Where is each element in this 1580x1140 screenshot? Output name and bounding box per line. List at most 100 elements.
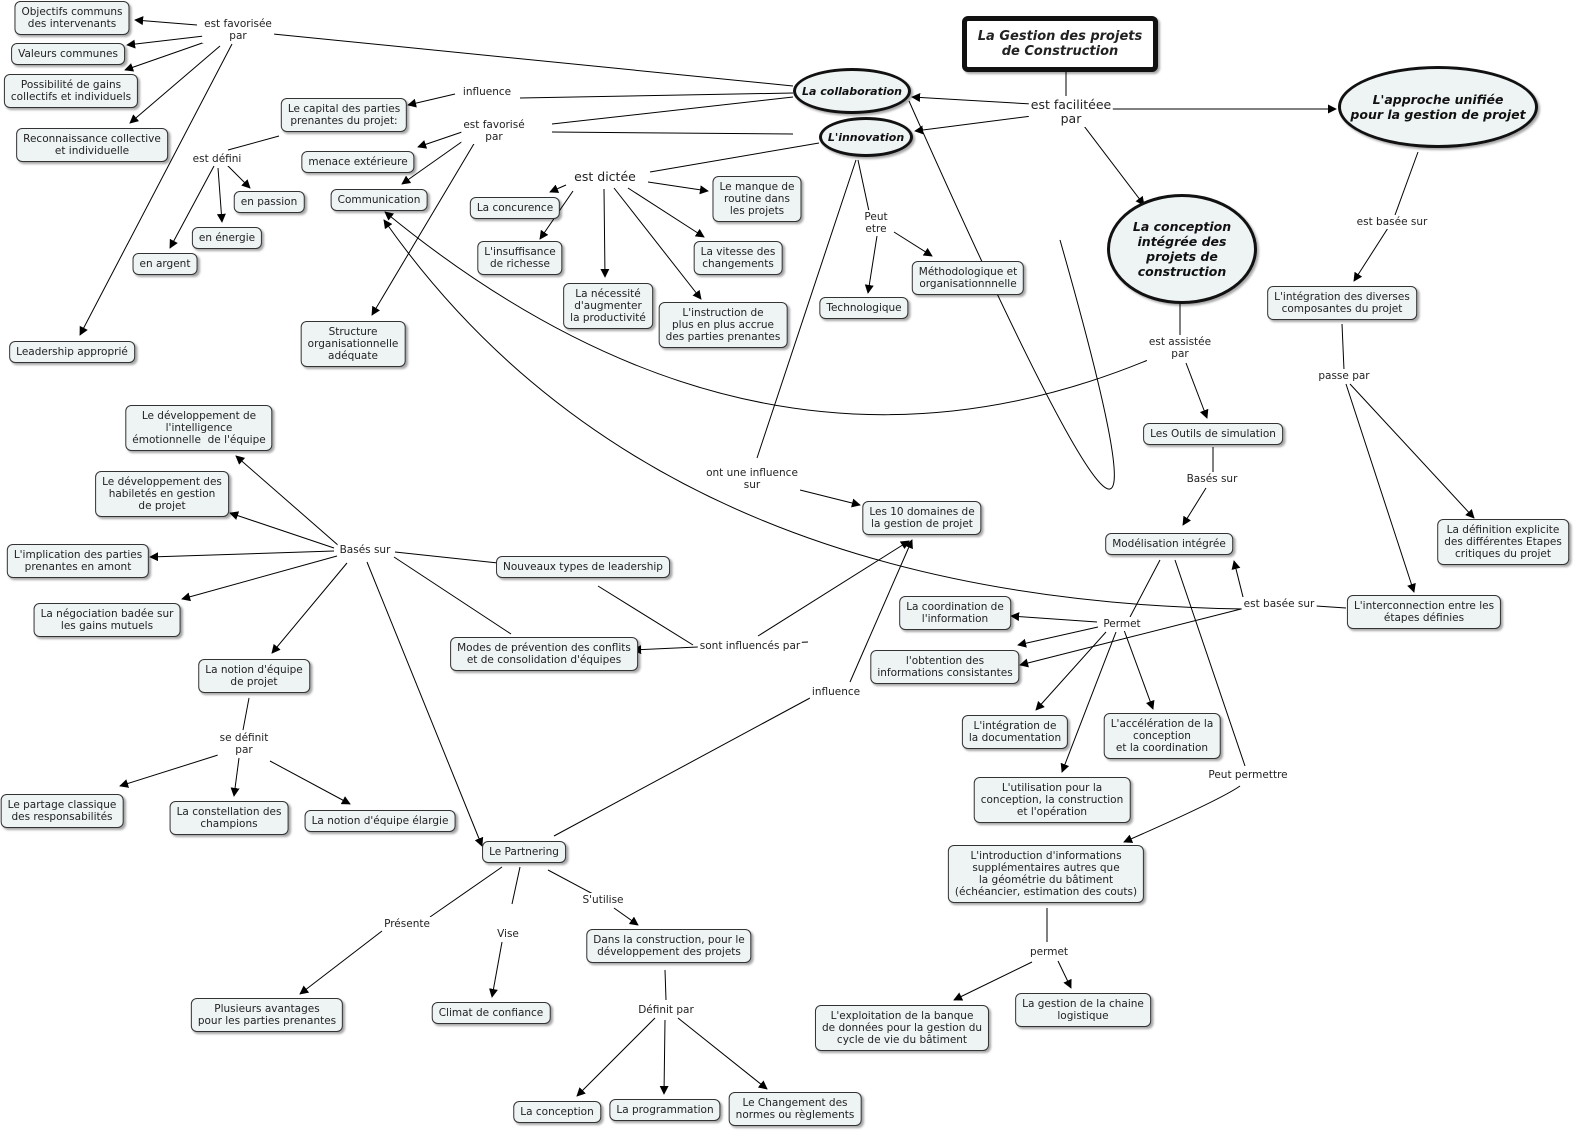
concept-node-chaine[interactable]: La gestion de la chaine logistique bbox=[1015, 993, 1151, 1027]
concept-node-vitesse[interactable]: La vitesse des changements bbox=[693, 241, 783, 275]
connector-line bbox=[401, 135, 471, 185]
connector-line bbox=[1129, 559, 1161, 618]
concept-node-collab[interactable]: La collaboration bbox=[793, 68, 911, 114]
concept-node-obtention[interactable]: l'obtention des informations consistante… bbox=[870, 650, 1020, 684]
connector-line bbox=[407, 93, 456, 108]
connector-line bbox=[551, 131, 794, 135]
concept-node-exploitation[interactable]: L'exploitation de la banque de données p… bbox=[814, 1005, 990, 1051]
link-label-l-vise: Vise bbox=[495, 927, 521, 941]
concept-node-modes[interactable]: Modes de prévention des conflits et de c… bbox=[450, 637, 638, 671]
connector-line bbox=[216, 167, 226, 223]
concept-node-changement[interactable]: Le Changement des normes ou règlements bbox=[728, 1092, 862, 1126]
concept-node-title[interactable]: La Gestion des projets de Construction bbox=[962, 16, 1158, 72]
concept-node-notion-equipe[interactable]: La notion d'équipe de projet bbox=[198, 659, 310, 693]
connector-line bbox=[1123, 785, 1241, 843]
concept-node-technologique[interactable]: Technologique bbox=[819, 297, 909, 319]
concept-node-interconnection[interactable]: L'interconnection entre les étapes défin… bbox=[1346, 595, 1502, 629]
concept-node-energie[interactable]: en énergie bbox=[191, 227, 263, 249]
connector-line bbox=[271, 562, 348, 654]
concept-node-structure[interactable]: Structure organisationnelle adéquate bbox=[300, 321, 406, 367]
concept-node-methodo[interactable]: Méthodologique et organisationnnelle bbox=[911, 261, 1025, 295]
concept-node-manque[interactable]: Le manque de routine dans les projets bbox=[712, 176, 802, 222]
connector-line bbox=[597, 585, 694, 646]
connector-line bbox=[1057, 960, 1072, 989]
concept-node-climat[interactable]: Climat de confiance bbox=[431, 1002, 551, 1024]
connector-line bbox=[914, 115, 1033, 135]
connector-line bbox=[429, 866, 503, 918]
concept-node-definition[interactable]: La définition explicite des différentes … bbox=[1437, 519, 1569, 565]
link-label-l-favorisee: est favorisée par bbox=[202, 17, 274, 43]
connector-line bbox=[613, 907, 639, 926]
connector-line bbox=[551, 96, 794, 125]
connector-line bbox=[1345, 383, 1416, 593]
concept-node-insuffisance[interactable]: L'insuffisance de richesse bbox=[477, 241, 563, 275]
connector-line bbox=[756, 159, 857, 459]
connector-line bbox=[394, 551, 499, 564]
connector-line bbox=[230, 757, 240, 797]
connector-line bbox=[124, 40, 209, 72]
concept-node-partnering[interactable]: Le Partnering bbox=[482, 841, 566, 863]
concept-node-dans-construction[interactable]: Dans la construction, pour le développem… bbox=[586, 929, 752, 963]
connector-line bbox=[664, 969, 667, 1001]
concept-node-dev-habil[interactable]: Le développement des habiletés en gestio… bbox=[95, 471, 229, 517]
concept-node-dev-intel[interactable]: Le développement de l'intelligence émoti… bbox=[125, 405, 273, 451]
concept-node-modelisation[interactable]: Modélisation intégrée bbox=[1105, 533, 1233, 555]
concept-node-domaines10[interactable]: Les 10 domaines de la gestion de projet bbox=[862, 501, 982, 535]
connector-line bbox=[126, 35, 205, 49]
concept-node-avantages[interactable]: Plusieurs avantages pour les parties pre… bbox=[190, 998, 344, 1032]
link-label-l-facilitee: est facilitéee par bbox=[1028, 97, 1114, 127]
connector-line bbox=[864, 235, 878, 294]
link-label-l-influence2: influence bbox=[809, 685, 863, 699]
connector-line bbox=[149, 550, 335, 562]
connector-line bbox=[181, 555, 338, 602]
concept-node-partage[interactable]: Le partage classique des responsabilités bbox=[0, 794, 124, 828]
concept-node-leadership-app[interactable]: Leadership approprié bbox=[9, 341, 135, 363]
concept-node-conception-int[interactable]: La conception intégrée des projets de co… bbox=[1107, 194, 1257, 304]
concept-node-nouveaux[interactable]: Nouveaux types de leadership bbox=[496, 556, 670, 578]
concept-node-concurrence[interactable]: La concurence bbox=[469, 197, 561, 219]
concept-node-communication[interactable]: Communication bbox=[330, 189, 428, 211]
concept-node-capital[interactable]: Le capital des parties prenantes du proj… bbox=[280, 98, 408, 132]
connector-line bbox=[229, 511, 335, 549]
connector-line bbox=[1182, 487, 1207, 526]
concept-node-passion[interactable]: en passion bbox=[233, 191, 305, 213]
connector-line bbox=[1349, 383, 1475, 519]
concept-node-gains[interactable]: Possibilité de gains collectifs et indiv… bbox=[3, 74, 139, 108]
concept-node-utilisation[interactable]: L'utilisation pour la conception, la con… bbox=[973, 777, 1131, 823]
link-label-l-permet1: Permet bbox=[1101, 617, 1143, 631]
concept-node-acceleration[interactable]: L'accélération de la conception et la co… bbox=[1103, 713, 1221, 759]
connector-line bbox=[79, 43, 233, 336]
concept-node-programmation[interactable]: La programmation bbox=[609, 1099, 721, 1121]
concept-node-integration-doc[interactable]: L'intégration de la documentation bbox=[961, 715, 1069, 749]
concept-node-necessite[interactable]: La nécessité d'augmenter la productivité bbox=[563, 283, 653, 329]
concept-node-innov[interactable]: L'innovation bbox=[819, 117, 913, 157]
concept-node-objectifs[interactable]: Objectifs communs des intervenants bbox=[14, 1, 130, 35]
concept-node-la-conception[interactable]: La conception bbox=[513, 1101, 601, 1123]
connector-line bbox=[857, 159, 871, 217]
connector-line bbox=[757, 540, 910, 637]
concept-node-constellation[interactable]: La constellation des champions bbox=[169, 801, 289, 835]
link-label-l-bases1: Basés sur bbox=[1184, 472, 1240, 486]
concept-node-outils[interactable]: Les Outils de simulation bbox=[1143, 423, 1283, 445]
connector-line bbox=[235, 455, 340, 547]
concept-node-argent[interactable]: en argent bbox=[132, 253, 198, 275]
connector-line bbox=[659, 1019, 669, 1095]
concept-node-instruction[interactable]: L'instruction de plus en plus accrue des… bbox=[658, 302, 788, 348]
concept-node-integration-comp[interactable]: L'intégration des diverses composantes d… bbox=[1267, 286, 1417, 320]
concept-node-negociation[interactable]: La négociation badée sur les gains mutue… bbox=[33, 603, 181, 637]
concept-node-valeurs[interactable]: Valeurs communes bbox=[11, 43, 125, 65]
concept-node-coordination[interactable]: La coordination de l'information bbox=[899, 596, 1011, 630]
connector-line bbox=[849, 539, 913, 683]
link-label-l-definit-par: Définit par bbox=[636, 1003, 696, 1017]
link-label-l-passe: passe par bbox=[1316, 369, 1372, 383]
concept-node-reconnaissance[interactable]: Reconnaissance collective et individuell… bbox=[16, 128, 168, 162]
concept-node-introduction[interactable]: L'introduction d'informations supplément… bbox=[947, 845, 1145, 903]
connector-line bbox=[576, 1017, 656, 1097]
connector-line bbox=[893, 231, 933, 257]
concept-node-implication[interactable]: L'implication des parties prenantes en a… bbox=[6, 544, 150, 578]
concept-node-equipe-elargie[interactable]: La notion d'équipe élargie bbox=[304, 810, 456, 832]
concept-node-menace[interactable]: menace extérieure bbox=[301, 151, 415, 173]
concept-node-approche[interactable]: L'approche unifiée pour la gestion de pr… bbox=[1338, 66, 1538, 148]
